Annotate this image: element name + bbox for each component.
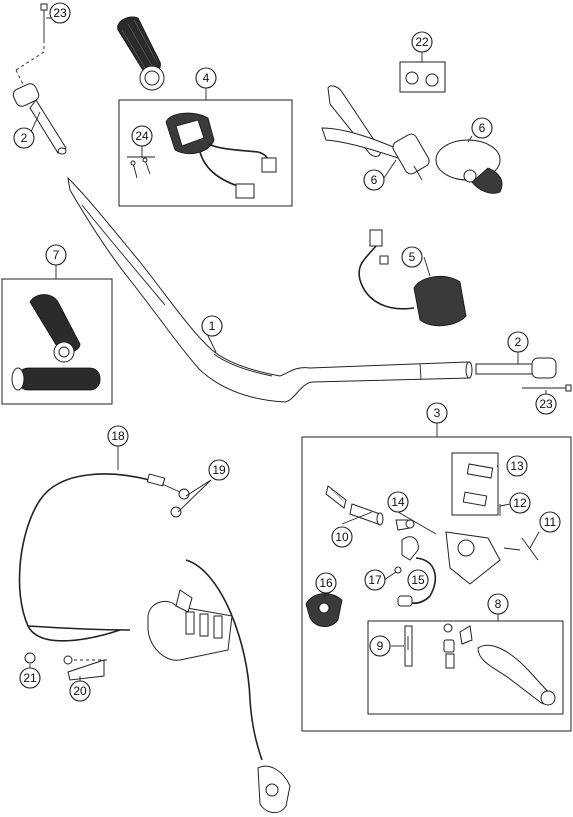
callout-24-label: 24 <box>135 129 149 143</box>
right-switch-assembly <box>358 229 467 327</box>
callout-8[interactable]: 8 <box>487 593 509 615</box>
callout-23-right[interactable]: 23 <box>535 393 557 415</box>
group-frame-7 <box>1 278 113 405</box>
callout-6-left-label: 6 <box>371 173 378 187</box>
callout-23-right-label: 23 <box>539 397 553 411</box>
callout-11[interactable]: 11 <box>539 511 561 533</box>
clutch-master-parts <box>305 463 539 627</box>
group-frame-8 <box>367 620 564 715</box>
callout-3-label: 3 <box>434 406 441 420</box>
callout-4-label: 4 <box>203 71 210 85</box>
callout-2-top[interactable]: 2 <box>13 127 35 149</box>
handlebar <box>67 176 473 403</box>
nut-washer-20-21 <box>24 652 108 681</box>
callout-5[interactable]: 5 <box>401 246 423 268</box>
screw-set-24 <box>127 156 155 179</box>
clutch-lever-parts <box>404 623 556 706</box>
callout-13-label: 13 <box>510 459 524 473</box>
group-frame-13 <box>451 452 499 516</box>
callout-1-label: 1 <box>209 319 216 333</box>
callout-10-label: 10 <box>335 530 349 544</box>
caps-22 <box>405 71 439 87</box>
callout-14[interactable]: 14 <box>387 491 409 513</box>
callout-17-label: 17 <box>368 573 382 587</box>
callout-24[interactable]: 24 <box>131 125 153 147</box>
clutch-slave-cylinder <box>257 765 291 813</box>
callout-2-right[interactable]: 2 <box>507 331 529 353</box>
callout-7-label: 7 <box>53 248 60 262</box>
callout-12[interactable]: 12 <box>509 492 531 514</box>
grip-set-7 <box>11 294 101 391</box>
hand-guard-right <box>435 139 503 194</box>
callout-7[interactable]: 7 <box>45 244 67 266</box>
callout-19[interactable]: 19 <box>208 459 230 481</box>
callout-18[interactable]: 18 <box>107 425 129 447</box>
group-frame-3 <box>301 436 572 732</box>
callout-20[interactable]: 20 <box>69 680 91 702</box>
callout-23-top-label: 23 <box>53 6 67 20</box>
callout-4[interactable]: 4 <box>195 67 217 89</box>
callout-12-label: 12 <box>513 496 527 510</box>
callout-14-label: 14 <box>391 495 405 509</box>
clutch-bracket <box>147 589 233 661</box>
callout-23-top[interactable]: 23 <box>49 2 71 24</box>
callout-9-label: 9 <box>377 639 384 653</box>
group-frame-22 <box>399 61 446 93</box>
callout-5-label: 5 <box>409 250 416 264</box>
callout-6-right-label: 6 <box>479 121 486 135</box>
callout-22[interactable]: 22 <box>411 31 433 53</box>
callout-6-right[interactable]: 6 <box>471 117 493 139</box>
callout-19-label: 19 <box>212 463 226 477</box>
bar-end-weight-right <box>475 357 572 392</box>
callout-2-right-label: 2 <box>515 335 522 349</box>
callout-3[interactable]: 3 <box>426 402 448 424</box>
callout-13[interactable]: 13 <box>506 455 528 477</box>
callout-8-label: 8 <box>495 597 502 611</box>
callout-10[interactable]: 10 <box>331 526 353 548</box>
callout-16[interactable]: 16 <box>315 572 337 594</box>
callout-16-label: 16 <box>319 576 333 590</box>
grip-top <box>117 16 165 91</box>
callout-20-label: 20 <box>73 684 87 698</box>
left-switch-assembly <box>127 112 277 199</box>
callout-18-label: 18 <box>111 429 125 443</box>
callout-1[interactable]: 1 <box>201 315 223 337</box>
callout-15-label: 15 <box>411 573 425 587</box>
group-frame-4 <box>118 99 293 207</box>
callout-21[interactable]: 21 <box>19 667 41 689</box>
callout-9[interactable]: 9 <box>369 635 391 657</box>
callout-6-left[interactable]: 6 <box>363 169 385 191</box>
hand-guard-left <box>321 85 430 181</box>
callout-21-label: 21 <box>23 671 37 685</box>
callout-2-top-label: 2 <box>21 131 28 145</box>
callout-17[interactable]: 17 <box>364 569 386 591</box>
callout-11-label: 11 <box>544 515 557 529</box>
callout-22-label: 22 <box>415 35 429 49</box>
callout-15[interactable]: 15 <box>407 569 429 591</box>
clutch-line <box>18 473 263 761</box>
